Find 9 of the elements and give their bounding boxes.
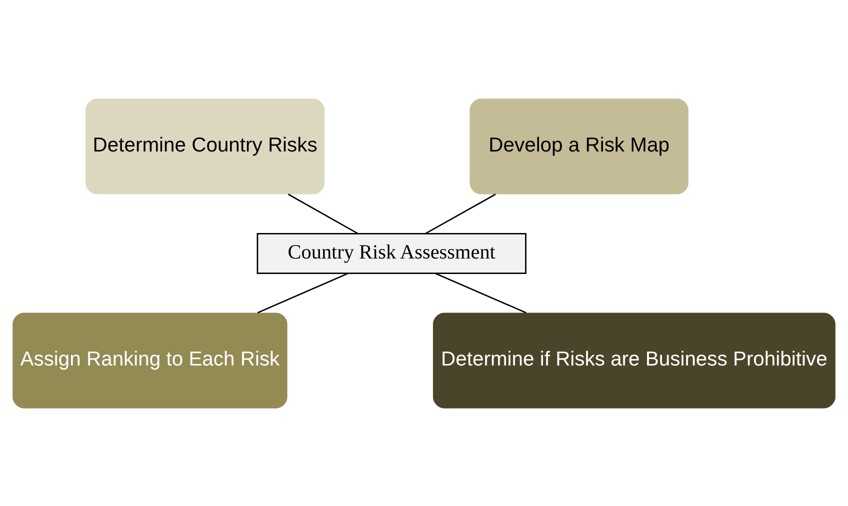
connector	[288, 193, 358, 234]
node-box: Determine Country Risks	[86, 98, 325, 194]
connector	[257, 272, 348, 313]
node-box: Assign Ranking to Each Risk	[12, 312, 288, 408]
node-box: Determine if Risks are Business Prohibitive	[432, 312, 836, 408]
node-box: Country Risk Assessment	[256, 232, 526, 274]
connector	[424, 193, 496, 234]
connector	[434, 272, 526, 313]
node-box: Develop a Risk Map	[470, 98, 688, 194]
